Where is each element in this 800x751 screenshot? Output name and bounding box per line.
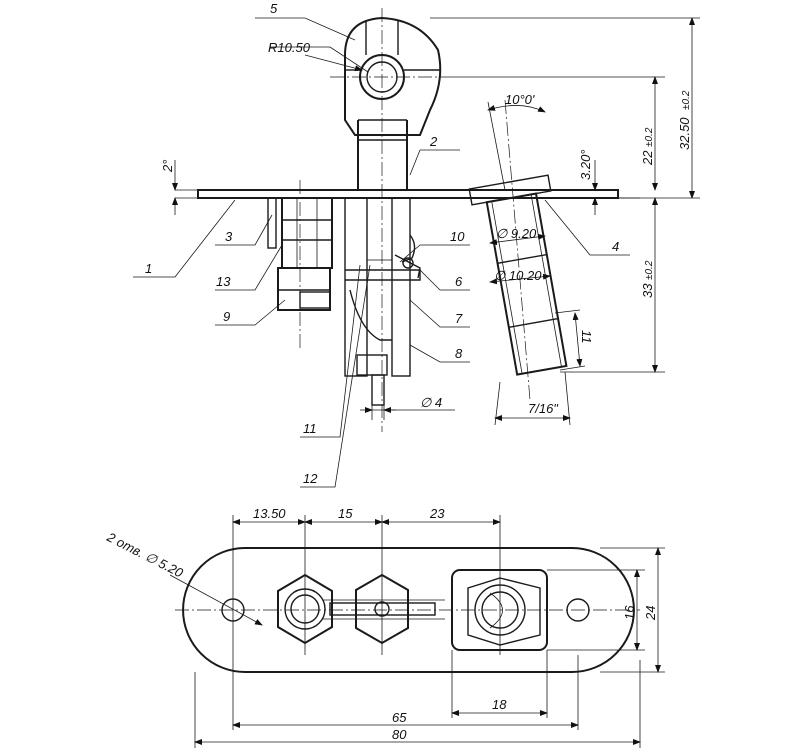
plan-view: 13.50 15 23 16 24 18 65 80 2 отв. ∅ 5.20 — [104, 506, 665, 748]
burner-head — [330, 16, 445, 136]
dim-total-height: 32.50 ±0.2 — [677, 90, 692, 150]
burner-body-section — [344, 197, 421, 420]
hex-middle — [322, 573, 445, 645]
dim-dia-inner: ∅ 9.20 — [496, 226, 537, 241]
callout-13: 13 — [216, 274, 231, 289]
dim-tube-length: 11 — [579, 330, 594, 344]
callout-6: 6 — [455, 274, 463, 289]
leaders — [133, 17, 630, 488]
svg-text:±0.2: ±0.2 — [681, 90, 692, 110]
side-dimensions — [172, 17, 700, 426]
mounting-plate — [175, 189, 640, 199]
callout-2: 2 — [429, 134, 438, 149]
dim-span-a: 13.50 — [253, 506, 286, 521]
svg-text:32.50: 32.50 — [677, 117, 692, 150]
dim-span-b: 15 — [338, 506, 353, 521]
dim-width-outer: 24 — [643, 606, 658, 621]
centerline-tube — [504, 99, 531, 401]
side-view: 5 R10.50 2 1 3 13 9 10 6 7 8 11 12 4 10°… — [133, 1, 700, 488]
dim-overall-length: 80 — [392, 727, 407, 742]
callout-3: 3 — [225, 229, 233, 244]
nut-assembly — [267, 197, 333, 311]
dim-width-inner: 16 — [622, 605, 637, 620]
mounting-hole-right — [566, 598, 590, 622]
svg-text:33: 33 — [640, 283, 655, 298]
svg-text:±0.2: ±0.2 — [644, 127, 655, 147]
dim-radius: R10.50 — [268, 40, 311, 55]
callout-8: 8 — [455, 346, 463, 361]
callout-11: 11 — [303, 421, 317, 436]
dim-angle: 10°0' — [505, 92, 535, 107]
dim-lower-height: 33 ±0.2 — [640, 260, 655, 298]
clip-assembly — [394, 234, 421, 279]
dim-thread: 7/16" — [528, 401, 559, 416]
dim-upper-height: 22 ±0.2 — [640, 127, 655, 166]
dim-holes: 2 отв. ∅ 5.20 — [104, 529, 186, 581]
plate-outline — [182, 547, 635, 673]
dim-dia-tip: ∅ 4 — [420, 395, 442, 410]
burner-stem — [357, 119, 408, 190]
callout-1: 1 — [145, 261, 152, 276]
callout-5: 5 — [270, 1, 278, 16]
dim-span-c: 23 — [429, 506, 445, 521]
callout-9: 9 — [223, 309, 230, 324]
dim-hole-pitch: 65 — [392, 710, 407, 725]
callout-4: 4 — [612, 239, 619, 254]
dim-offset: 3.20° — [578, 149, 593, 180]
callout-10: 10 — [450, 229, 465, 244]
callout-12: 12 — [303, 471, 318, 486]
dim-dia-outer: ∅ 10.20 — [494, 268, 542, 283]
dim-square: 18 — [492, 697, 507, 712]
callout-7: 7 — [455, 311, 463, 326]
svg-text:±0.2: ±0.2 — [644, 260, 655, 280]
svg-text:22: 22 — [640, 150, 655, 166]
dim-plate-angle: 2° — [160, 160, 175, 173]
